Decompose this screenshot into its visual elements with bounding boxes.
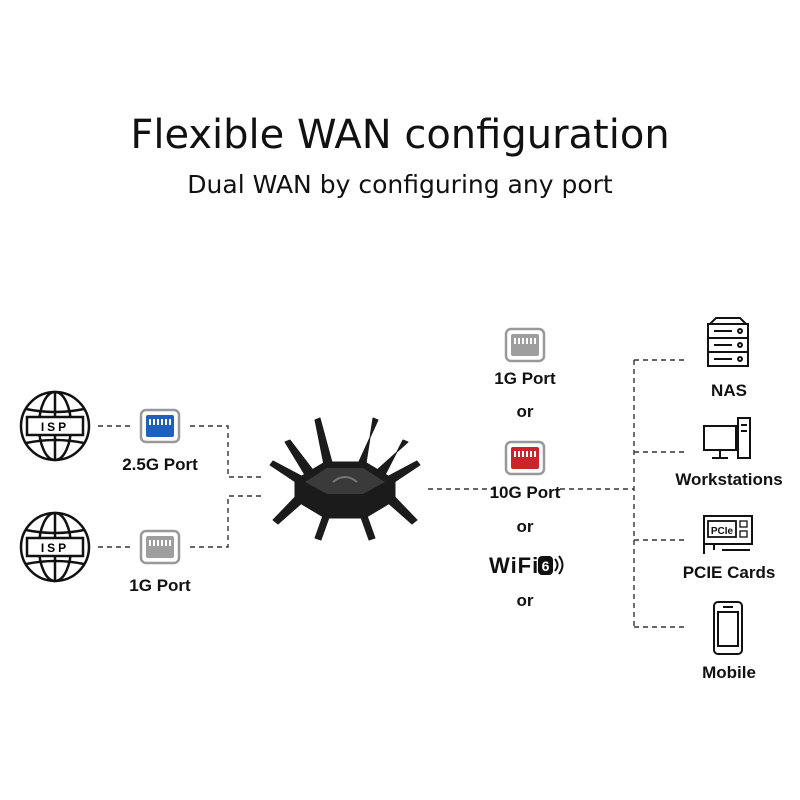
workstation-icon bbox=[703, 417, 751, 459]
port-label-10g: 10G Port bbox=[489, 483, 561, 502]
ethernet-port-icon-10g bbox=[504, 440, 546, 476]
pcie-card-icon: PCIe bbox=[703, 515, 753, 554]
ethernet-port-icon-2-5g bbox=[139, 408, 181, 444]
page-subtitle: Dual WAN by configuring any port bbox=[187, 170, 613, 199]
device-label-nas: NAS bbox=[711, 381, 747, 400]
isp-globe-icon-top: ISP bbox=[19, 390, 91, 462]
isp-globe-icon-bottom: ISP bbox=[19, 511, 91, 583]
ethernet-port-icon-1g-right bbox=[504, 327, 546, 363]
or-label-2: or bbox=[516, 517, 534, 536]
port-label-2-5g: 2.5G Port bbox=[122, 455, 198, 474]
wifi-text: WiFi bbox=[489, 553, 539, 578]
pcie-chip-text: PCIe bbox=[711, 526, 734, 537]
device-label-workstations: Workstations bbox=[675, 470, 783, 489]
router-icon bbox=[269, 417, 421, 541]
wifi6-logo-icon: WiFi 6 bbox=[489, 553, 564, 578]
port-label-1g-right: 1G Port bbox=[494, 369, 556, 388]
connection-lines bbox=[98, 359, 688, 628]
page-title: Flexible WAN configuration bbox=[130, 112, 670, 158]
device-label-mobile: Mobile bbox=[702, 663, 756, 682]
wifi-badge: 6 bbox=[542, 558, 550, 574]
port-label-1g-left: 1G Port bbox=[129, 576, 191, 595]
isp-label: ISP bbox=[41, 420, 69, 434]
ethernet-port-icon-1g-left bbox=[139, 529, 181, 565]
nas-icon bbox=[707, 317, 749, 367]
or-label-1: or bbox=[516, 402, 534, 421]
mobile-icon bbox=[713, 601, 743, 655]
isp-label: ISP bbox=[41, 541, 69, 555]
device-label-pcie-cards: PCIE Cards bbox=[682, 563, 776, 582]
or-label-3: or bbox=[516, 591, 534, 610]
